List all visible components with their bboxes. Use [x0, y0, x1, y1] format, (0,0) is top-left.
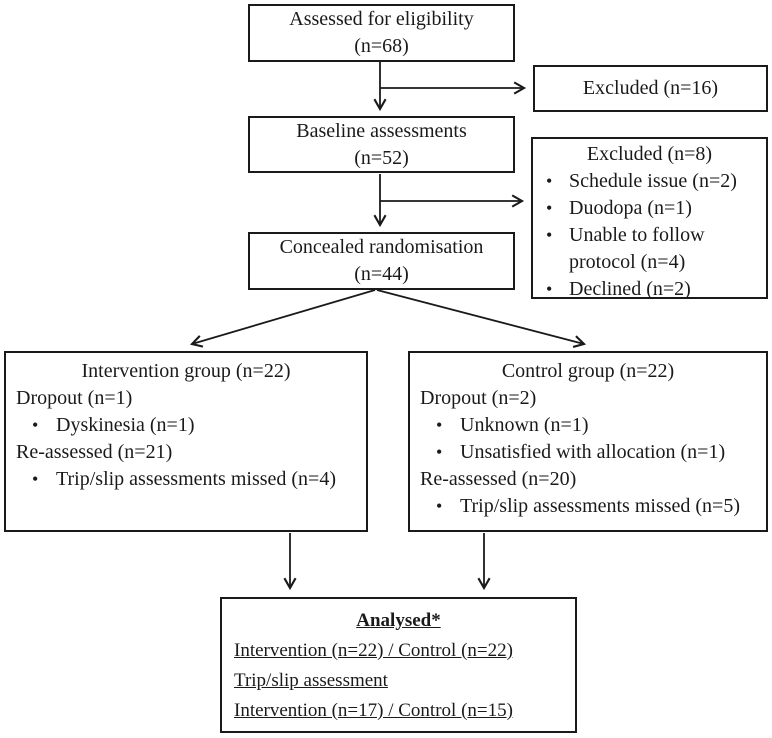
bullet-item: • Unsatisfied with allocation (n=1)	[410, 439, 766, 466]
box-line: Intervention (n=17) / Control (n=15)	[234, 700, 513, 721]
bullet-text: Trip/slip assessments missed (n=4)	[56, 468, 336, 490]
bullet-text: Dyskinesia (n=1)	[56, 414, 195, 436]
bullet-item: • Trip/slip assessments missed (n=5)	[410, 493, 766, 520]
box-control-group: Control group (n=22) Dropout (n=2) • Unk…	[408, 351, 768, 532]
box-line: Re-assessed (n=21)	[16, 441, 173, 463]
bullet-icon: •	[546, 198, 553, 218]
box-line: Excluded (n=16)	[582, 77, 719, 99]
box-analysed: Analysed* Intervention (n=22) / Control …	[220, 597, 577, 733]
bullet-item: • Trip/slip assessments missed (n=4)	[6, 466, 366, 493]
box-concealed-randomisation: Concealed randomisation (n=44)	[248, 232, 515, 290]
box-title: Excluded (n=8)	[586, 143, 713, 165]
bullet-text: Schedule issue (n=2)	[569, 170, 737, 192]
bullet-text: Unable to follow protocol (n=4)	[569, 224, 705, 273]
bullet-icon: •	[32, 469, 39, 489]
bullet-item: • Declined (n=2)	[533, 276, 766, 303]
bullet-text: Declined (n=2)	[569, 278, 691, 300]
box-title: Analysed*	[356, 610, 441, 631]
bullet-text: Unsatisfied with allocation (n=1)	[460, 441, 726, 463]
bullet-icon: •	[546, 171, 553, 191]
box-count: (n=44)	[354, 263, 409, 285]
bullet-icon: •	[546, 225, 553, 245]
bullet-item: • Unknown (n=1)	[410, 412, 766, 439]
box-line: Re-assessed (n=20)	[420, 468, 577, 490]
box-line: Dropout (n=2)	[420, 387, 537, 409]
box-count: (n=68)	[354, 35, 409, 57]
box-line: Assessed for eligibility	[289, 8, 474, 30]
bullet-text: Trip/slip assessments missed (n=5)	[460, 495, 740, 517]
bullet-item: • Schedule issue (n=2)	[533, 168, 766, 195]
box-line: Baseline assessments	[296, 119, 467, 142]
box-line: Dropout (n=1)	[16, 387, 133, 409]
box-line: Intervention (n=22) / Control (n=22)	[234, 640, 513, 661]
bullet-icon: •	[32, 415, 39, 435]
bullet-icon: •	[546, 279, 553, 299]
bullet-item: • Duodopa (n=1)	[533, 195, 766, 222]
bullet-text: Duodopa (n=1)	[569, 197, 692, 219]
bullet-text: Unknown (n=1)	[460, 414, 589, 436]
box-excluded-8: Excluded (n=8) • Schedule issue (n=2) • …	[531, 137, 768, 300]
bullet-icon: •	[436, 442, 443, 462]
box-line: Trip/slip assessment	[234, 670, 388, 691]
box-baseline-assessments: Baseline assessments (n=52)	[248, 116, 515, 173]
box-title: Intervention group (n=22)	[81, 360, 291, 382]
box-count: (n=52)	[354, 146, 409, 169]
bullet-icon: •	[436, 496, 443, 516]
box-excluded-16: Excluded (n=16)	[533, 65, 768, 112]
box-intervention-group: Intervention group (n=22) Dropout (n=1) …	[4, 351, 368, 532]
bullet-item: • Unable to follow protocol (n=4)	[533, 222, 766, 276]
bullet-item: • Dyskinesia (n=1)	[6, 412, 366, 439]
box-assessed-eligibility: Assessed for eligibility (n=68)	[248, 4, 515, 62]
box-line: Concealed randomisation	[279, 236, 484, 258]
bullet-icon: •	[436, 415, 443, 435]
box-title: Control group (n=22)	[501, 360, 675, 382]
arrow-randomisation-to-intervention	[189, 289, 376, 348]
